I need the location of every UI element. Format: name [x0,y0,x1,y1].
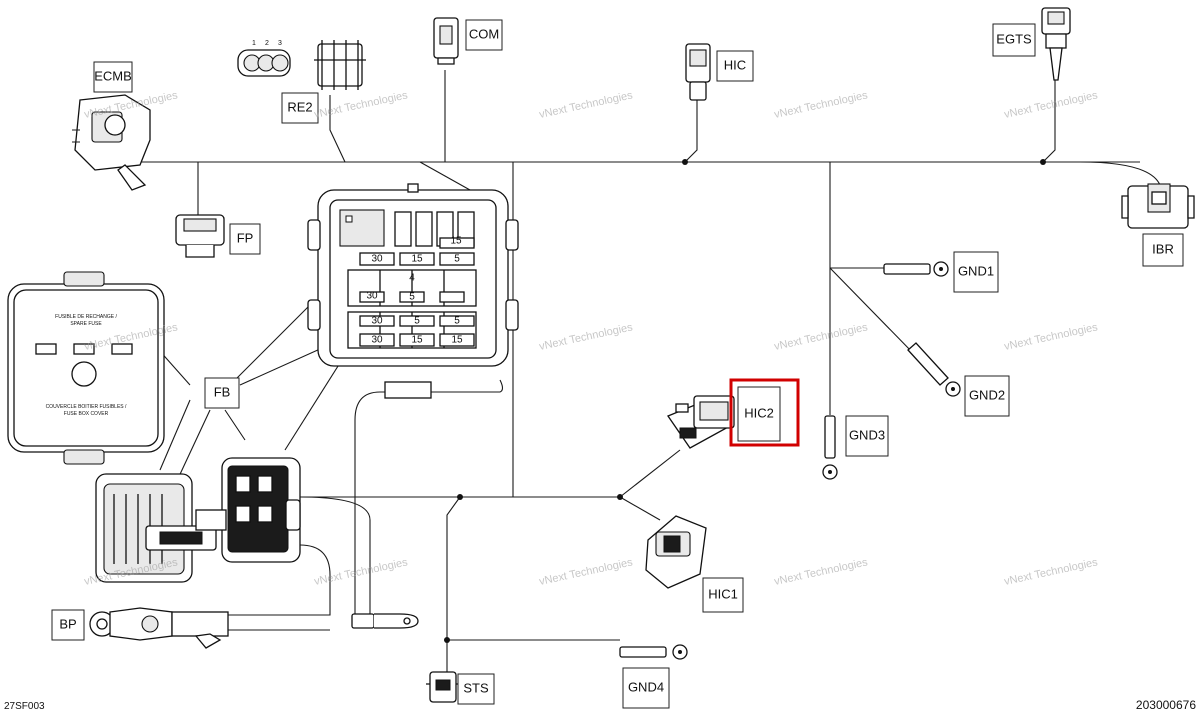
label-re2: RE2 [281,92,319,124]
fb-connector-left [95,473,217,583]
label-gnd2: GND2 [964,375,1010,417]
fuse-r2-c2: 4 [409,273,415,284]
egts-sensor [1041,7,1071,81]
svg-text:HIC: HIC [724,57,746,72]
svg-text:BP: BP [59,616,76,631]
label-hic: HIC [716,50,754,82]
fuse-box-cover [7,271,165,465]
gnd1-terminal [883,261,949,277]
cover-bottom-1: COUVERCLE BOITIER FUSIBLES / [46,404,127,410]
svg-text:vNext Technologies: vNext Technologies [773,89,869,121]
label-gnd3: GND3 [845,415,889,457]
ibr-connector [1121,183,1195,229]
cover-title-2: SPARE FUSE [70,321,102,327]
sts-sensor [426,671,460,703]
label-com: COM [465,19,503,51]
ring-terminal-bottom [351,613,419,629]
svg-text:HIC1: HIC1 [708,586,738,601]
hic2-highlight-box [729,378,800,447]
label-hic2: HIC2 [737,386,781,442]
svg-text:GND2: GND2 [969,387,1005,402]
label-bp: BP [51,609,85,641]
bp-terminal [89,607,229,649]
gnd2-terminal [907,342,961,397]
label-fp: FP [229,223,261,255]
label-fb: FB [204,377,240,409]
cover-bottom-2: FUSE BOX COVER [64,411,109,417]
label-egts: EGTS [992,23,1036,57]
svg-text:RE2: RE2 [287,99,312,114]
svg-text:vNext Technologies: vNext Technologies [1003,556,1099,588]
svg-text:EGTS: EGTS [996,31,1032,46]
svg-text:GND4: GND4 [628,679,664,694]
label-gnd1: GND1 [953,251,999,293]
fuse-r3-c3: 5 [454,316,460,327]
fuse-box [307,183,519,399]
svg-text:FB: FB [214,384,231,399]
svg-text:HIC2: HIC2 [744,405,774,420]
label-hic1: HIC1 [702,577,744,613]
label-ibr: IBR [1142,233,1184,267]
hic2-connector [667,395,735,449]
fuse-r4-c3: 15 [451,335,463,346]
svg-text:ECMB: ECMB [94,68,132,83]
hic-connector [685,43,711,101]
svg-text:vNext Technologies: vNext Technologies [1003,321,1099,353]
ecmb-connector [72,94,151,191]
fuse-top-right: 15 [450,236,462,247]
re2-pin-1: 1 [252,40,256,47]
fb-connector-right [195,457,301,563]
svg-text:vNext Technologies: vNext Technologies [538,556,634,588]
svg-text:vNext Technologies: vNext Technologies [1003,89,1099,121]
cover-title-1: FUSIBLE DE RECHANGE / [55,314,117,320]
label-gnd4: GND4 [622,667,670,709]
svg-text:vNext Technologies: vNext Technologies [773,556,869,588]
junction-dots [444,159,1046,643]
footer-right-code: 203000676 [1136,698,1196,712]
com-connector [433,17,459,65]
svg-text:IBR: IBR [1152,241,1174,256]
fuse-r2-c1: 30 [366,291,378,302]
svg-text:vNext Technologies: vNext Technologies [538,89,634,121]
fuse-r3-c2: 5 [414,316,420,327]
gnd4-terminal [619,644,688,660]
label-ecmb: ECMB [93,61,133,93]
fuse-r2-c3: 5 [409,292,415,303]
label-sts: STS [457,673,495,705]
fp-connector [175,214,225,258]
svg-text:FP: FP [237,230,254,245]
gnd3-terminal [822,415,838,480]
svg-text:vNext Technologies: vNext Technologies [313,89,409,121]
svg-text:STS: STS [463,680,489,695]
fuse-r3-c1: 30 [371,316,383,327]
svg-text:vNext Technologies: vNext Technologies [773,321,869,353]
fuse-r1-c2: 15 [411,254,423,265]
svg-text:GND3: GND3 [849,427,885,442]
fuse-r1-c3: 5 [454,254,460,265]
re2-pin-2: 2 [265,40,269,47]
fuse-r4-c2: 15 [411,335,423,346]
re2-pin-3: 3 [278,40,282,47]
svg-text:GND1: GND1 [958,263,994,278]
harness-wires [139,70,1161,680]
svg-text:COM: COM [469,26,499,41]
hic1-connector [645,515,707,589]
svg-text:vNext Technologies: vNext Technologies [538,321,634,353]
fuse-r1-c1: 30 [371,254,383,265]
footer-left-code: 27SF003 [4,701,45,712]
fuse-r4-c1: 30 [371,335,383,346]
re2-connector [237,40,366,90]
